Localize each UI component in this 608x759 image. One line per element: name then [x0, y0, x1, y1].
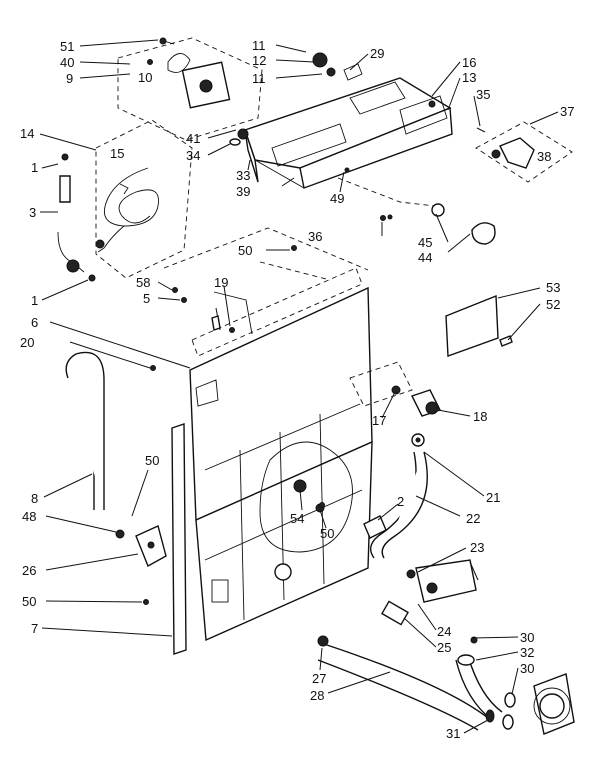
callout-labels: 51 40 9 10 11 12 11 29 16 13 35 37 38 14…: [20, 38, 574, 741]
callout-31: 31: [446, 726, 460, 741]
callout-32: 32: [520, 645, 534, 660]
callout-9: 9: [66, 71, 73, 86]
water-valve: [349, 361, 441, 447]
bracket: [135, 525, 167, 567]
callout-40: 40: [60, 55, 74, 70]
callout-41: 41: [186, 131, 200, 146]
callout-48: 48: [22, 509, 36, 524]
callout-52: 52: [546, 297, 560, 312]
callout-19: 19: [214, 275, 228, 290]
callout-50: 50: [238, 243, 252, 258]
callout-49: 49: [330, 191, 344, 206]
drain-hose: [65, 351, 125, 539]
fill-hose: [363, 451, 428, 559]
access-panel: [445, 294, 513, 357]
pump-coupling: [455, 636, 575, 735]
callout-34: 34: [186, 148, 200, 163]
callout-22: 22: [466, 511, 480, 526]
left-fitting: [57, 153, 96, 282]
callout-54: 54: [290, 511, 304, 526]
callout-29: 29: [370, 46, 384, 61]
callout-39: 39: [236, 184, 250, 199]
callout-25: 25: [437, 640, 451, 655]
callout-14: 14: [20, 126, 34, 141]
callout-38: 38: [537, 149, 551, 164]
callout-7: 7: [31, 621, 38, 636]
callout-12: 12: [252, 53, 266, 68]
callout-33: 33: [236, 168, 250, 183]
side-rail: [171, 423, 187, 655]
callout-28: 28: [310, 688, 324, 703]
callout-50: 50: [145, 453, 159, 468]
callout-45: 45: [418, 235, 432, 250]
brace-lines: [163, 227, 369, 281]
callout-51: 51: [60, 39, 74, 54]
callout-27: 27: [312, 671, 326, 686]
callout-3: 3: [29, 205, 36, 220]
pump-assembly: [381, 559, 479, 626]
leader-lines: [39, 39, 559, 734]
callout-11: 11: [252, 38, 266, 53]
callout-10: 10: [138, 70, 152, 85]
callout-16: 16: [462, 55, 476, 70]
callout-23: 23: [470, 540, 484, 555]
callout-1: 1: [31, 293, 38, 308]
callout-58: 58: [136, 275, 150, 290]
callout-24: 24: [437, 624, 451, 639]
callout-35: 35: [476, 87, 490, 102]
callout-13: 13: [462, 70, 476, 85]
callout-50: 50: [320, 526, 334, 541]
knob-parts: [337, 167, 496, 245]
lid-switch-group: [475, 121, 573, 183]
callout-1: 1: [31, 160, 38, 175]
callout-21: 21: [486, 490, 500, 505]
callout-2: 2: [397, 494, 404, 509]
callout-36: 36: [308, 229, 322, 244]
callout-44: 44: [418, 250, 432, 265]
callout-18: 18: [473, 409, 487, 424]
callout-50: 50: [22, 594, 36, 609]
callout-30: 30: [520, 630, 534, 645]
callout-26: 26: [22, 563, 36, 578]
callout-15: 15: [110, 146, 124, 161]
callout-6: 6: [31, 315, 38, 330]
cabinet-panel: [189, 267, 373, 642]
control-console: [229, 52, 486, 189]
callout-17: 17: [372, 413, 386, 428]
callout-11: 11: [252, 71, 266, 86]
timer-group: [117, 37, 263, 141]
outlet-hose: [317, 635, 489, 731]
callout-30: 30: [520, 661, 534, 676]
callout-5: 5: [143, 291, 150, 306]
power-cord-group: [95, 119, 193, 279]
callout-8: 8: [31, 491, 38, 506]
callout-53: 53: [546, 280, 560, 295]
callout-20: 20: [20, 335, 34, 350]
callout-37: 37: [560, 104, 574, 119]
fasteners: [143, 215, 386, 605]
